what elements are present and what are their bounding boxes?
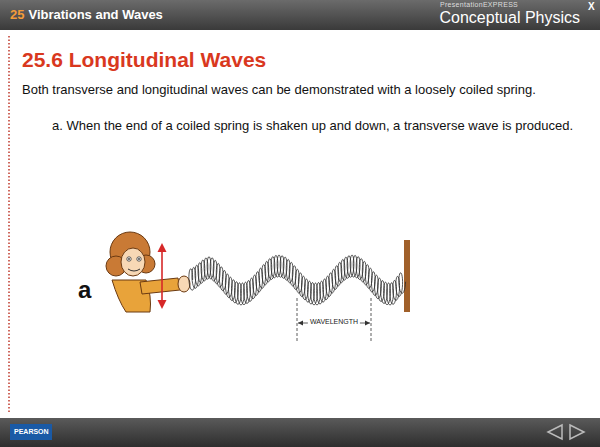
dotted-border (8, 36, 10, 414)
list-item: a. When the end of a coiled spring is sh… (52, 118, 590, 134)
body-text: Both transverse and longitudinal waves c… (22, 82, 578, 98)
motion-arrow (158, 243, 167, 309)
publisher-logo (10, 424, 52, 440)
product-name: PresentationEXPRESS (440, 1, 518, 8)
figure-letter: a (78, 276, 91, 304)
footer-bar (0, 418, 600, 447)
wall (404, 240, 410, 312)
header-bar (0, 0, 600, 30)
close-button: X (588, 1, 595, 12)
chapter-title: Vibrations and Waves (28, 7, 162, 22)
book-title: Conceptual Physics (439, 9, 580, 27)
wavelength-dimension (297, 298, 371, 342)
slide-title: 25.6 Longitudinal Waves (22, 48, 266, 72)
next-arrow (570, 425, 584, 439)
chapter-number: 25 (10, 7, 24, 22)
prev-arrow (548, 425, 562, 439)
dimension-label: WAVELENGTH (308, 318, 360, 325)
girl-figure (106, 232, 190, 312)
publisher-name: PEARSON (14, 428, 49, 435)
coiled-spring (189, 255, 406, 305)
